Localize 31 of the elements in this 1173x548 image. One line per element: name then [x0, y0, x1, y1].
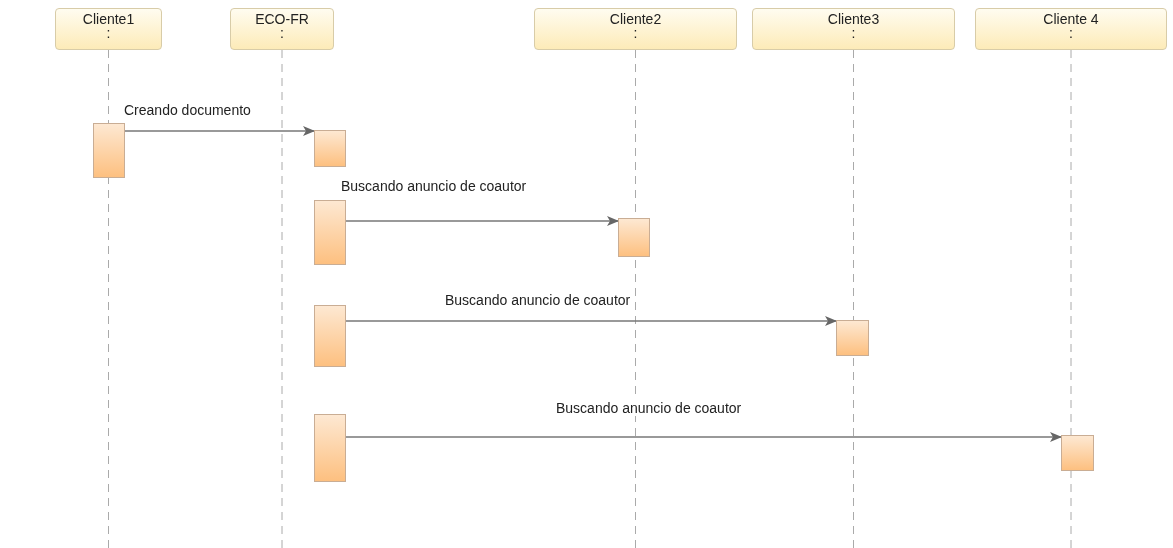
activation-bar	[93, 123, 125, 178]
instance-separator: :	[632, 25, 639, 41]
activation-bar	[314, 305, 346, 367]
activation-bar	[314, 130, 346, 167]
participant-box	[975, 8, 1167, 50]
message-arrow	[345, 316, 837, 326]
participant-box	[534, 8, 737, 50]
participant-name: Cliente1	[81, 11, 136, 27]
message-arrow	[345, 432, 1062, 442]
participant-name: ECO-FR	[254, 11, 310, 27]
activation-bar	[618, 218, 650, 257]
participant-name: Cliente2	[608, 11, 663, 27]
activation-bar	[314, 200, 346, 265]
activation-bar	[836, 320, 869, 356]
participant-box	[55, 8, 162, 50]
message-label: Buscando anuncio de coautor	[340, 178, 528, 194]
instance-separator: :	[279, 25, 285, 41]
instance-separator: :	[1068, 25, 1074, 41]
message-label: Buscando anuncio de coautor	[555, 400, 743, 416]
instance-separator: :	[850, 25, 857, 41]
activation-bar	[314, 414, 346, 482]
participant-name: Cliente3	[826, 11, 881, 27]
message-label: Buscando anuncio de coautor	[444, 292, 632, 308]
activation-bar	[1061, 435, 1094, 471]
participant-name: Cliente 4	[1042, 11, 1100, 27]
instance-separator: :	[105, 25, 112, 41]
message-arrow	[124, 126, 315, 136]
participant-box	[752, 8, 955, 50]
message-label: Creando documento	[123, 102, 252, 118]
message-arrow	[345, 216, 619, 226]
participant-box	[230, 8, 334, 50]
